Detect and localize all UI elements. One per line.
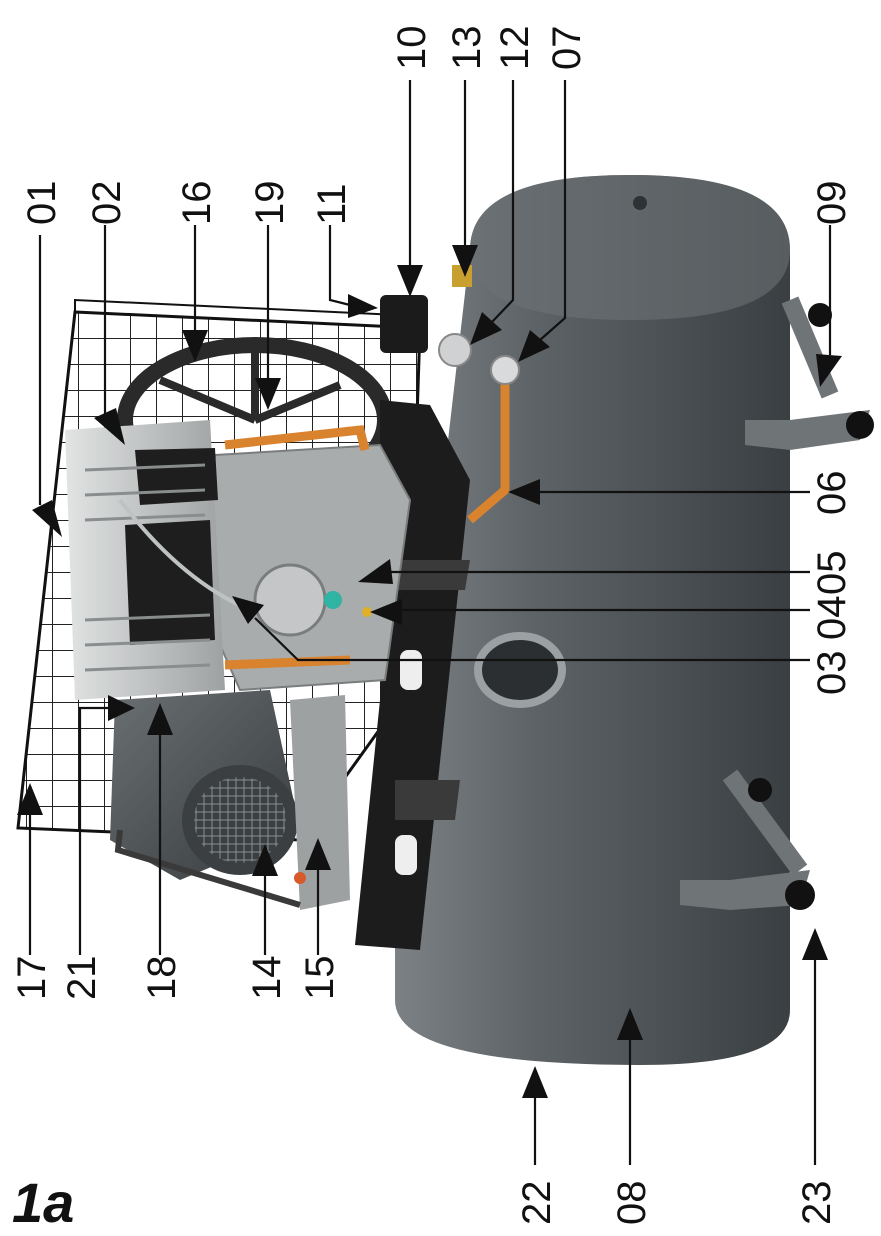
callout-16: 16 [175,181,219,226]
callout-23: 23 [795,1181,839,1226]
callout-13: 13 [445,26,489,71]
callout-05: 05 [810,551,854,596]
pressure-switch [380,265,472,367]
tank-feet [680,296,874,910]
callout-labels: 01 02 16 19 11 10 13 12 07 09 06 05 04 0… [10,26,854,1226]
air-receiver-tank [395,175,790,1065]
callout-17: 17 [10,956,54,1001]
callout-06: 06 [810,471,854,516]
callout-18: 18 [140,956,184,1001]
callout-01: 01 [20,181,64,226]
cylinders [65,420,251,700]
electric-motor [110,690,350,910]
callout-09: 09 [810,181,854,226]
pipes [224,355,520,670]
callout-03: 03 [810,651,854,696]
callout-15: 15 [298,956,342,1001]
crankcase [198,443,412,692]
callout-02: 02 [85,181,129,226]
figure-label: 1a [12,1171,74,1234]
callout-08: 08 [610,1181,654,1226]
callout-14: 14 [245,956,289,1001]
callout-07: 07 [545,26,589,71]
callout-11: 11 [310,183,354,225]
callout-21: 21 [60,956,104,1001]
callout-19: 19 [248,181,292,226]
leader-lines [17,80,842,1165]
callout-10: 10 [390,26,434,71]
callout-04: 04 [810,596,854,641]
callout-12: 12 [493,26,537,71]
callout-22: 22 [515,1181,559,1226]
